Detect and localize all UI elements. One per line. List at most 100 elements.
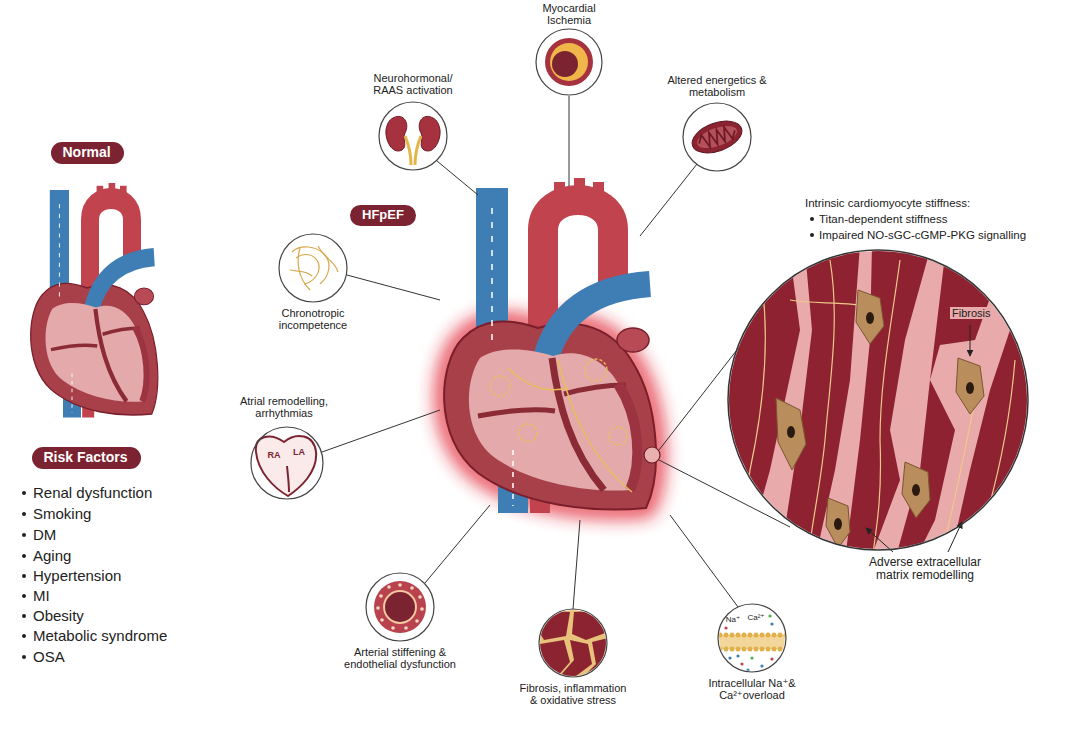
chronotropic-icon xyxy=(279,234,347,302)
tissue-zoom xyxy=(720,245,1040,560)
atria-icon xyxy=(251,427,323,499)
zoom-circle: Intrinsic cardiomyocyte stiffness:Titan-… xyxy=(728,250,1028,550)
tissue-zoom xyxy=(966,382,974,394)
membrane-icon xyxy=(730,647,735,652)
artery-icon xyxy=(418,595,422,599)
leader-lines xyxy=(347,275,440,300)
membrane-icon xyxy=(736,647,741,652)
leader-lines xyxy=(437,161,478,195)
artery-icon xyxy=(385,592,415,622)
tissue-zoom xyxy=(956,358,984,414)
callout-arrows xyxy=(866,325,970,552)
callout-label: Adverse extracellular matrix remodelling xyxy=(859,556,991,583)
membrane-icon xyxy=(770,622,773,625)
risk-factor: Metabolic syndrome xyxy=(33,628,167,645)
membrane-icon xyxy=(770,657,773,660)
mitochondrion-icon xyxy=(697,124,737,150)
membrane-icon xyxy=(728,656,731,659)
bullet-dot xyxy=(22,491,26,495)
fibrosis-icon xyxy=(538,610,610,678)
tissue-zoom xyxy=(895,255,1000,560)
artery-icon xyxy=(374,581,426,633)
membrane-icon xyxy=(748,647,753,652)
chronotropic-icon xyxy=(290,270,312,276)
artery-icon xyxy=(383,590,417,624)
circle-outline xyxy=(249,425,325,501)
membrane-icon xyxy=(750,656,753,659)
risk-factor: Hypertension xyxy=(33,568,121,585)
leader-lines xyxy=(322,410,440,452)
inner-label: LA xyxy=(291,447,307,457)
ischemia-icon xyxy=(536,29,602,95)
hfpef-heart xyxy=(609,427,627,445)
mechanism-label: Chronotropic incompetence xyxy=(267,307,359,332)
atria-icon xyxy=(287,466,289,492)
artery-icon xyxy=(415,619,419,623)
membrane-icon xyxy=(766,633,771,638)
tissue-zoom xyxy=(845,245,930,560)
circle-outline xyxy=(277,232,349,304)
ischemia-icon xyxy=(536,29,602,95)
circle-outline xyxy=(716,602,788,674)
circle-outline xyxy=(537,607,609,679)
risk-factor: OSA xyxy=(33,649,65,666)
leader-lines xyxy=(670,515,738,607)
membrane-icon xyxy=(742,633,747,638)
bullet-dot xyxy=(22,594,26,598)
leader-lines xyxy=(322,96,790,609)
membrane-icon xyxy=(776,666,779,669)
mitochondrion-icon xyxy=(688,115,746,159)
membrane-icon xyxy=(754,633,759,638)
tissue-zoom xyxy=(776,398,806,470)
hfpef-heart xyxy=(444,178,656,513)
membrane-icon xyxy=(760,664,763,667)
circle-outline xyxy=(536,29,602,95)
membrane-icon xyxy=(736,654,739,657)
circle-outline xyxy=(726,248,1030,552)
bullet-dot xyxy=(810,217,814,221)
callout-label: Fibrosis xyxy=(950,307,993,319)
mechanism-circle: Intracellular Na⁺& Ca²⁺overloadNa⁺Ca²⁺ xyxy=(718,604,786,672)
normal-heart xyxy=(31,183,158,418)
ischemia-icon xyxy=(552,51,578,77)
hfpef-heart xyxy=(558,360,632,492)
tissue-zoom xyxy=(776,290,984,548)
artery-icon xyxy=(380,618,384,622)
hfpef-heart xyxy=(585,359,607,381)
tissue-zoom xyxy=(787,312,974,530)
chronotropic-icon xyxy=(292,247,329,284)
mechanism-label: Intrinsic cardiomyocyte stiffness: xyxy=(805,197,1050,210)
tissue-zoom xyxy=(985,360,1015,520)
circle-outline xyxy=(377,100,449,172)
inner-label: Impaired NO-sGC-cGMP-PKG signalling xyxy=(819,229,1049,242)
artery-icon xyxy=(420,607,424,611)
risk-factor: Renal dysfunction xyxy=(33,485,152,502)
hfpef-heart xyxy=(490,376,510,396)
stage-label: Normal xyxy=(63,145,111,161)
artery-icon xyxy=(387,585,391,589)
artery-icon xyxy=(410,586,414,590)
mechanism-label: Intracellular Na⁺& Ca²⁺overload xyxy=(698,677,806,702)
hfpef-heart xyxy=(508,368,568,390)
mechanism-label: Atrial remodelling, arrhythmias xyxy=(229,395,339,420)
hfpef-heart xyxy=(490,359,632,492)
membrane-icon xyxy=(754,647,759,652)
tissue-zoom xyxy=(866,312,874,324)
leader-lines xyxy=(569,96,570,186)
hfpef-heart xyxy=(444,178,660,513)
membrane-icon xyxy=(768,614,771,617)
artery-icon xyxy=(376,583,424,630)
mechanism-circle: Altered energetics & metabolism xyxy=(683,103,751,171)
bullet-dot xyxy=(22,512,26,516)
stage-label: Risk Factors xyxy=(44,450,128,466)
chronotropic-icon xyxy=(279,234,347,302)
fibrosis-icon xyxy=(560,640,592,676)
membrane-icon xyxy=(730,633,735,638)
fibrosis-icon xyxy=(538,608,610,678)
artery-icon xyxy=(379,594,383,598)
mechanism-circle: Arterial stiffening & endothelial dysfun… xyxy=(366,573,434,641)
inner-label: Titan-dependent stiffness xyxy=(819,213,1049,226)
tissue-zoom xyxy=(787,426,795,438)
circle-outline xyxy=(366,573,434,641)
